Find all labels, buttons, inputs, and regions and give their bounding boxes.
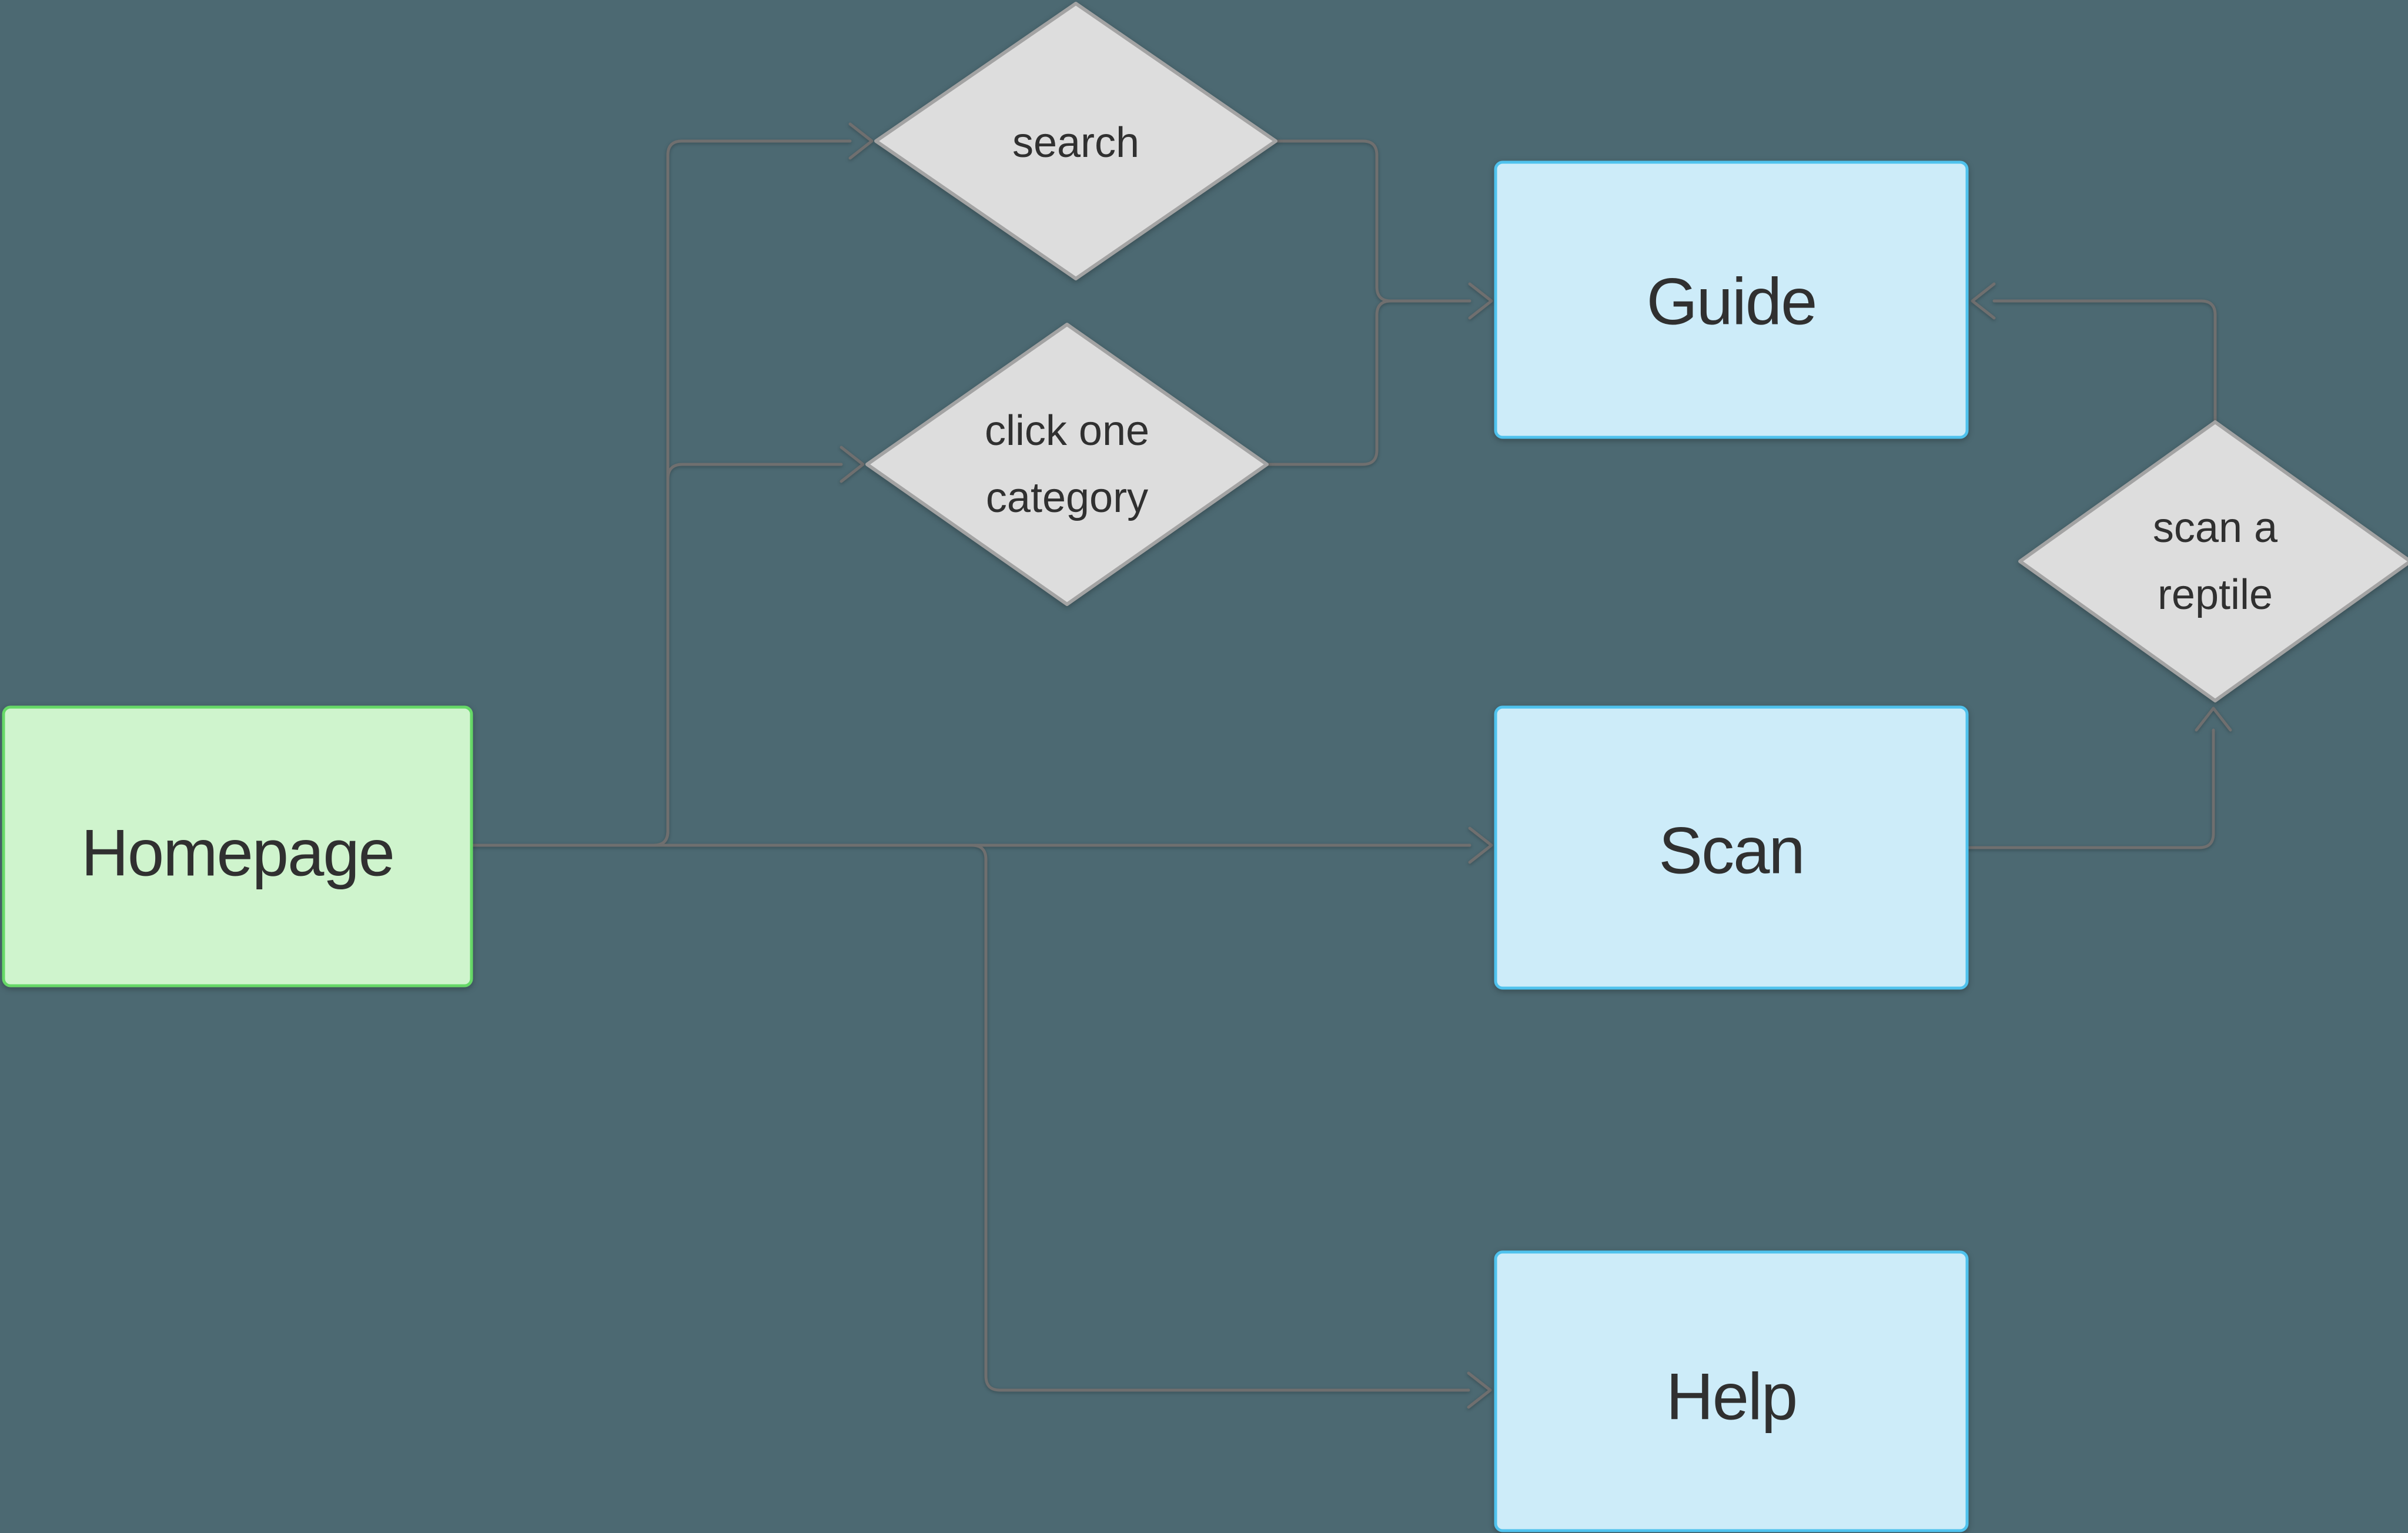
edges-layer bbox=[469, 122, 2232, 1409]
node-scan-reptile-shape bbox=[2018, 420, 2408, 702]
edge-search-to-guide bbox=[1274, 139, 1471, 303]
node-search-shape bbox=[874, 2, 1277, 280]
node-search: search bbox=[874, 2, 1277, 280]
arrowhead-into-scan-reptile-icon bbox=[2195, 707, 2232, 732]
node-scan-reptile-label-line2: reptile bbox=[2158, 571, 2273, 618]
edge-scan-to-scan-reptile bbox=[1965, 728, 2215, 849]
arrowhead-into-scan-icon bbox=[1468, 826, 1493, 864]
node-scan-reptile: scan a reptile bbox=[2018, 420, 2408, 702]
node-scan-label: Scan bbox=[1658, 814, 1804, 888]
node-click-category-shape bbox=[865, 323, 1269, 606]
node-guide-shape bbox=[1494, 160, 1969, 439]
node-guide-label: Guide bbox=[1647, 265, 1817, 339]
node-search-label: search bbox=[1012, 119, 1139, 166]
edge-click-category-to-guide bbox=[1265, 299, 1471, 466]
edge-scan-reptile-to-guide bbox=[1992, 299, 2217, 424]
node-click-category-label-line1: click one bbox=[985, 407, 1149, 454]
node-scan-shape bbox=[1494, 705, 1969, 990]
arrowhead-into-help-icon bbox=[1467, 1371, 1492, 1409]
node-homepage: Homepage bbox=[2, 705, 473, 988]
node-help: Help bbox=[1494, 1250, 1969, 1532]
node-homepage-shape bbox=[2, 705, 473, 988]
arrowhead-into-search-icon bbox=[848, 122, 874, 160]
edge-homepage-to-help bbox=[469, 844, 1470, 1392]
node-scan: Scan bbox=[1494, 705, 1969, 990]
edge-homepage-to-click-category bbox=[469, 463, 843, 847]
arrowhead-into-click-category-icon bbox=[840, 446, 865, 483]
node-click-category: click one category bbox=[865, 323, 1269, 606]
node-help-shape bbox=[1494, 1250, 1969, 1532]
node-click-category-label-line2: category bbox=[986, 474, 1148, 521]
node-homepage-label: Homepage bbox=[81, 816, 394, 890]
node-help-label: Help bbox=[1666, 1360, 1797, 1434]
node-scan-reptile-label-line1: scan a bbox=[2153, 504, 2278, 551]
arrowhead-into-guide-right-icon bbox=[1971, 282, 1996, 320]
node-guide: Guide bbox=[1494, 160, 1969, 439]
arrowhead-into-guide-left-icon bbox=[1468, 282, 1493, 320]
edge-homepage-to-search bbox=[469, 139, 852, 847]
